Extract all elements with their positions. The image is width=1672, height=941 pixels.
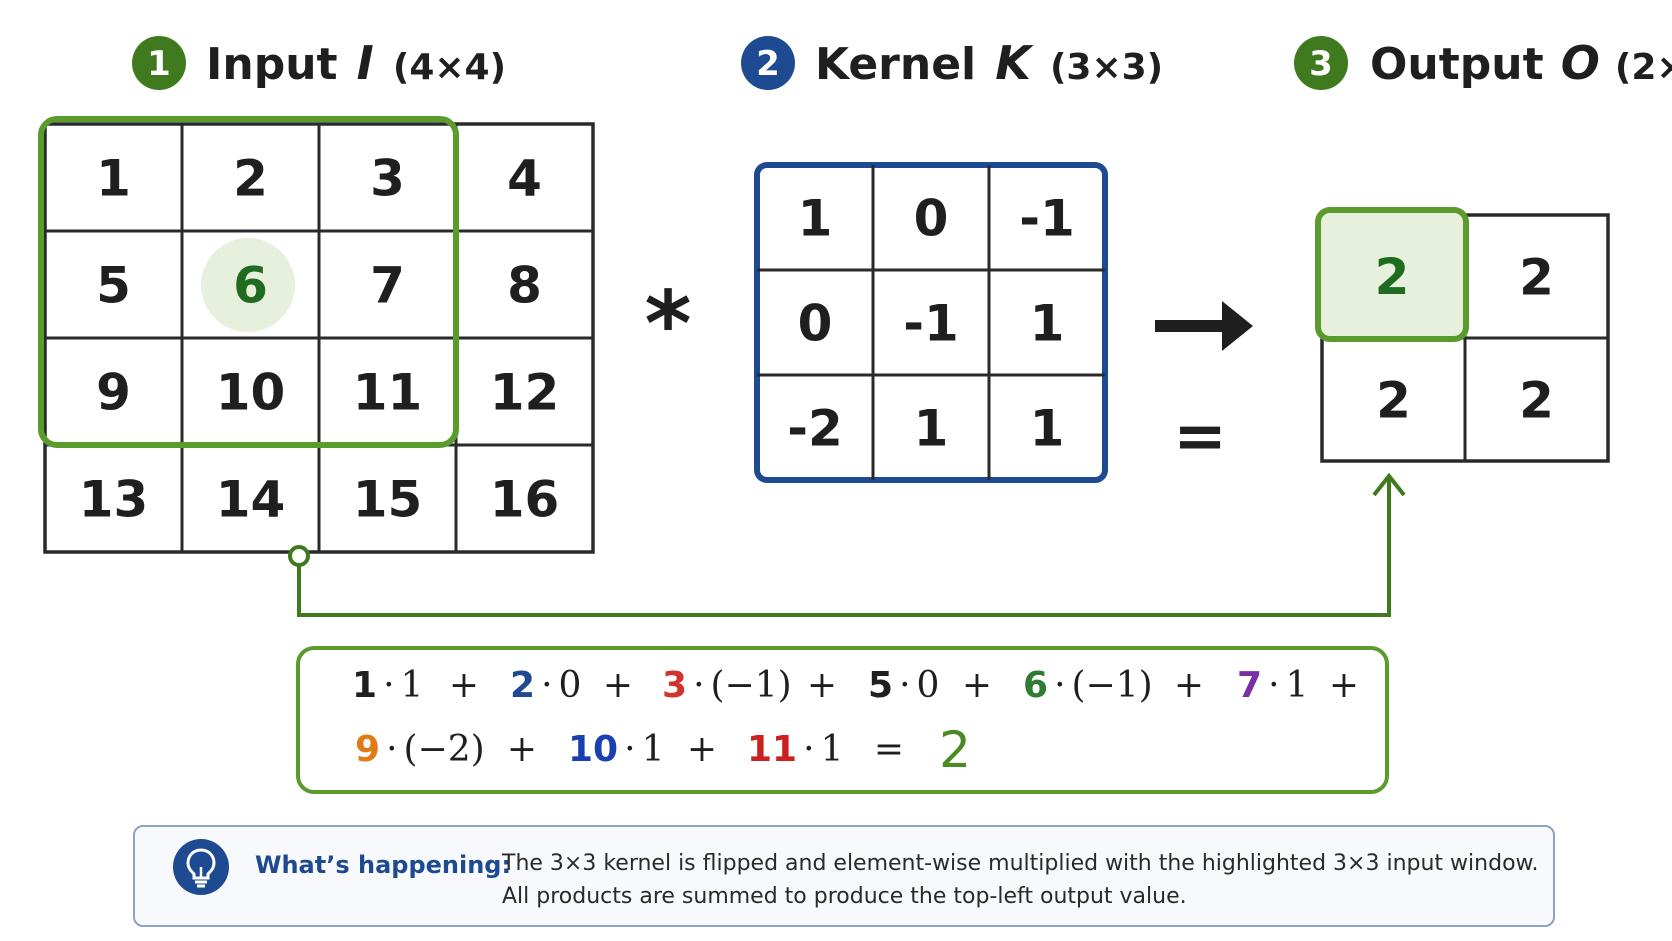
equals-operator: =: [1173, 400, 1227, 474]
input-cell: 9: [96, 364, 131, 422]
output-badge-number: 3: [1309, 44, 1333, 84]
output-cell: 2: [1376, 372, 1411, 430]
kernel-title-dim: (3×3): [1050, 47, 1163, 88]
input-title-var: I: [357, 36, 374, 90]
equation-term: 6·(−1): [1023, 665, 1153, 706]
lightbulb-icon: [173, 839, 229, 895]
equation-plus: +: [507, 729, 537, 770]
kernel-cell: -1: [903, 295, 959, 353]
input-cell: 3: [370, 150, 405, 208]
output-title-text: Output O (2×2): [1370, 36, 1672, 90]
input-cell: 11: [353, 364, 423, 422]
output-title-var: O: [1561, 36, 1600, 90]
equation-equals: =: [874, 729, 904, 770]
kernel-badge-number: 2: [756, 44, 780, 84]
input-cell: 6: [233, 257, 268, 315]
equation-term: 7·1: [1237, 665, 1308, 706]
kernel-cell: 1: [1030, 400, 1065, 458]
kernel-border: [754, 162, 1108, 483]
equation-plus: +: [603, 665, 633, 706]
kernel-title-var: K: [995, 36, 1034, 90]
equation-plus: +: [449, 665, 479, 706]
input-cell: 15: [353, 471, 423, 529]
input-title-word: Input: [206, 39, 338, 90]
input-cell: 7: [370, 257, 405, 315]
info-text: The 3×3 kernel is flipped and element-wi…: [502, 847, 1542, 913]
input-cell: 8: [507, 257, 542, 315]
info-label: What’s happening:: [255, 851, 512, 879]
kernel-title: 2 Kernel K (3×3): [741, 36, 1163, 90]
input-center-highlight: [201, 238, 295, 332]
connector-arrow: [288, 472, 1406, 617]
kernel-cell: 0: [914, 190, 949, 248]
info-line-2: All products are summed to produce the t…: [502, 884, 1187, 909]
input-cell: 16: [490, 471, 560, 529]
input-title: 1 Input I (4×4): [132, 36, 506, 90]
output-title-dim: (2×2): [1615, 47, 1672, 88]
right-arrow-icon: [1155, 301, 1253, 351]
input-title-dim: (4×4): [393, 47, 506, 88]
input-cell: 12: [490, 364, 560, 422]
kernel-title-word: Kernel: [815, 39, 976, 90]
equation-term: 1·1: [352, 665, 423, 706]
equation-term: 2·0: [510, 665, 581, 706]
kernel-title-text: Kernel K (3×3): [815, 36, 1163, 90]
kernel-badge: [741, 36, 795, 90]
equation-plus: +: [807, 665, 837, 706]
equation-term: 10·1: [568, 729, 664, 770]
info-line-1: The 3×3 kernel is flipped and element-wi…: [502, 851, 1539, 876]
kernel-cell: 1: [914, 400, 949, 458]
kernel-cell: 1: [798, 190, 833, 248]
input-cell: 13: [79, 471, 149, 529]
equation-plus: +: [1329, 665, 1359, 706]
equation: 1·1 2·0 3·(−1) 5·0 6·(−1) 7·1 + + + + + +9·(−2) 10·1…: [352, 665, 1359, 779]
equation-term: 3·(−1): [662, 665, 792, 706]
equation-term: 11·1: [747, 729, 843, 770]
input-cell: 2: [233, 150, 268, 208]
input-badge-number: 1: [147, 44, 171, 84]
kernel-cell: -1: [1019, 190, 1075, 248]
kernel-cell: 0: [798, 295, 833, 353]
output-title: 3 Output O (2×2): [1294, 36, 1672, 90]
connector-origin-dot: [288, 545, 310, 567]
input-cell: 4: [507, 150, 542, 208]
input-cell: 14: [216, 471, 286, 529]
convolution-operator: *: [644, 272, 691, 377]
output-top-left-highlight: [1315, 207, 1469, 342]
equation-box: [296, 646, 1389, 794]
output-top-left-value: 2: [1375, 248, 1410, 306]
output-title-word: Output: [1370, 39, 1544, 90]
input-badge: [132, 36, 186, 90]
kernel-cell: 1: [1030, 295, 1065, 353]
output-cell: 2: [1519, 249, 1554, 307]
equation-result: 2: [939, 721, 971, 779]
input-cell: 10: [216, 364, 286, 422]
equation-plus: +: [687, 729, 717, 770]
output-badge: [1294, 36, 1348, 90]
input-window-highlight: [38, 116, 459, 448]
kernel-cell: -2: [787, 400, 843, 458]
input-cell: 1: [96, 150, 131, 208]
equation-term: 9·(−2): [355, 729, 485, 770]
equation-plus: +: [962, 665, 992, 706]
kernel-matrix: 1 0 -1 0 -1 1 -2 1 1: [754, 162, 1108, 483]
equation-plus: +: [1174, 665, 1204, 706]
output-cell: 2: [1519, 372, 1554, 430]
input-title-text: Input I (4×4): [206, 36, 506, 90]
equation-term: 5·0: [868, 665, 939, 706]
info-box: What’s happening: The 3×3 kernel is flip…: [133, 825, 1555, 927]
input-cell: 5: [96, 257, 131, 315]
output-matrix: 22222: [1315, 207, 1610, 463]
